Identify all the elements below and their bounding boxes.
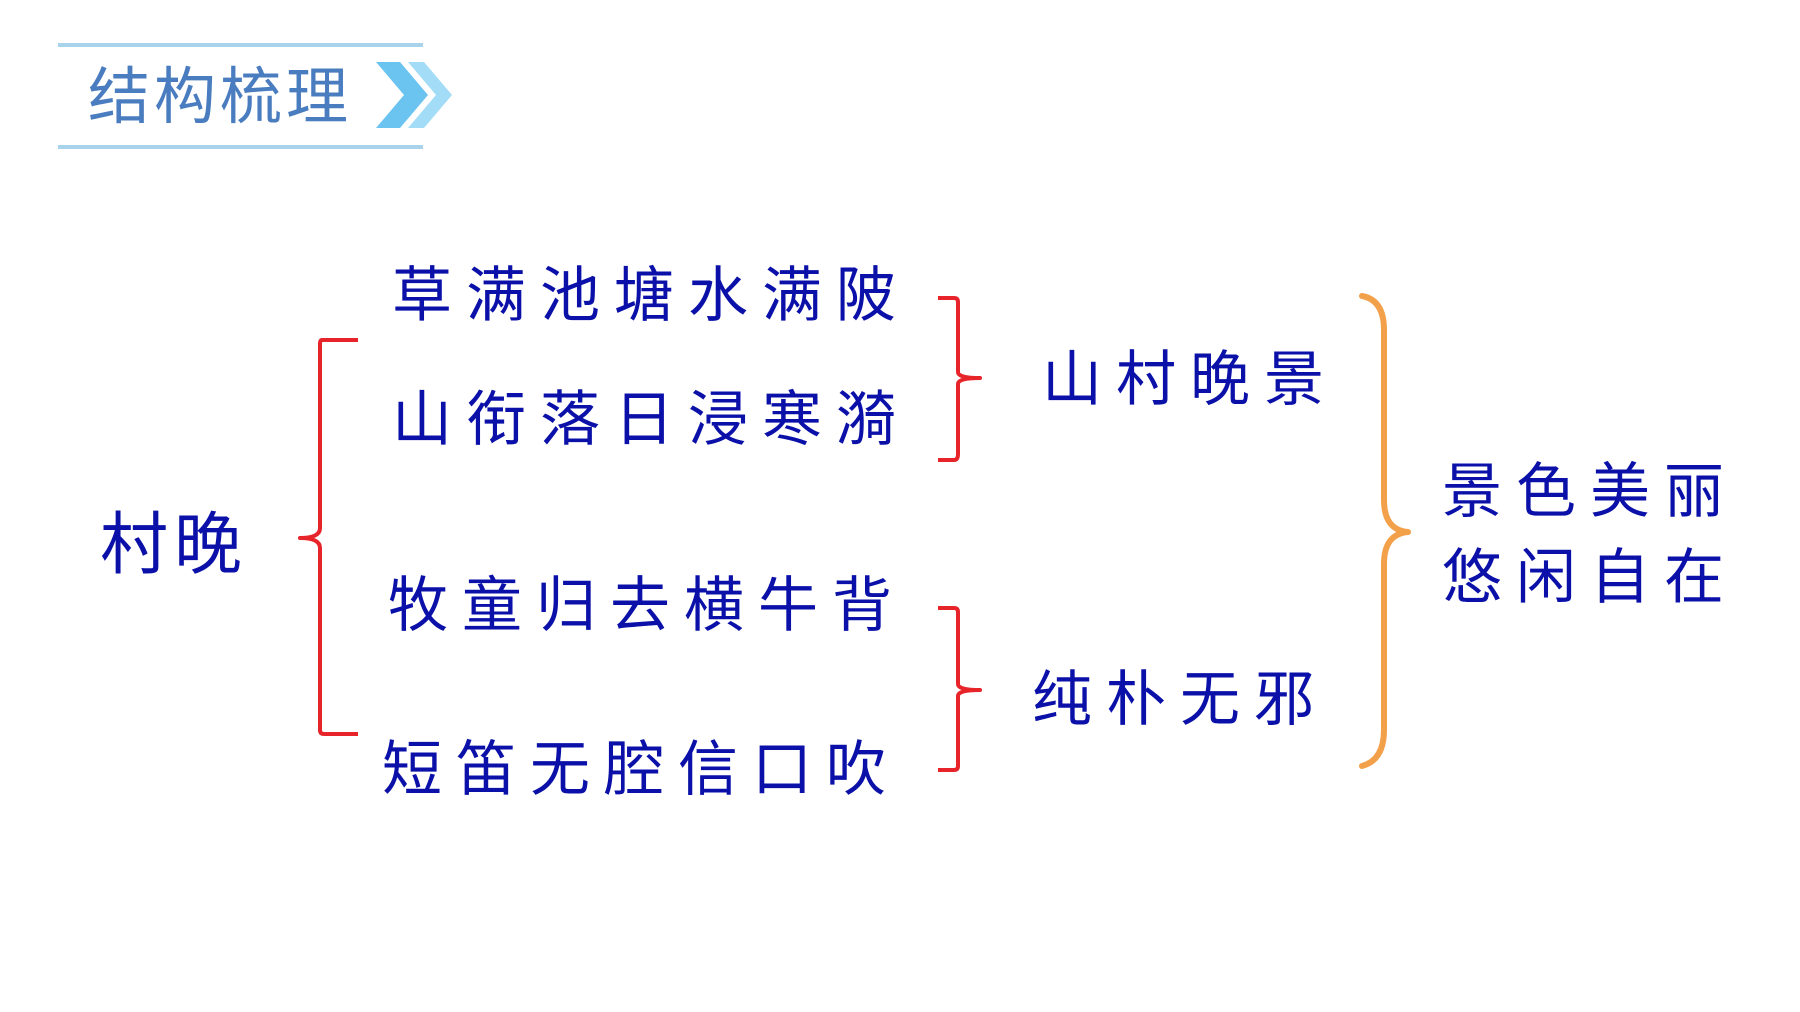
poem-line-2: 山衔落日浸寒漪 xyxy=(392,385,910,455)
section-header: 结构梳理 xyxy=(58,43,452,149)
group-bracket-2 xyxy=(938,606,982,772)
summary-line-2: 悠闲自在 xyxy=(1442,543,1738,613)
group-bracket-1 xyxy=(938,296,982,462)
summary-line-1: 景色美丽 xyxy=(1442,457,1738,527)
group-label-2: 纯朴无邪 xyxy=(1032,665,1328,735)
summary-bracket xyxy=(1359,293,1411,769)
root-node: 村晚 xyxy=(100,506,248,585)
poem-line-1: 草满池塘水满陂 xyxy=(392,261,910,331)
double-chevron-right-icon xyxy=(376,62,452,128)
root-bracket xyxy=(298,338,358,736)
poem-line-3: 牧童归去横牛背 xyxy=(388,571,906,641)
group-label-1: 山村晚景 xyxy=(1042,345,1338,415)
section-title: 结构梳理 xyxy=(88,60,352,133)
poem-line-4: 短笛无腔信口吹 xyxy=(382,735,900,805)
